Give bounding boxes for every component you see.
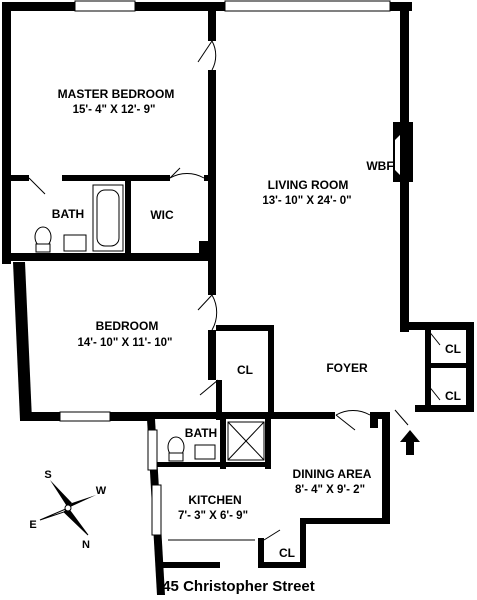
living-room-label: LIVING ROOM [268,178,349,192]
compass-north-label: N [82,539,90,551]
dining-area-dims: 8'- 4" X 9'- 2" [295,484,365,496]
windows [59,0,391,536]
entry-arrow-icon [400,430,420,455]
master-bedroom-dims: 15'- 4" X 12'- 9" [73,104,156,116]
foyer-label: FOYER [326,361,368,375]
living-room-dims: 13'- 10" X 24'- 0" [262,195,351,207]
closet-mid-label: CL [237,363,253,377]
fixtures [34,184,265,541]
compass-south-label: S [44,469,51,481]
master-bedroom-label: MASTER BEDROOM [58,87,175,101]
compass-west-label: W [96,485,107,497]
bath-bottom-label: BATH [185,426,217,440]
compass-icon [39,480,96,536]
sink-icon [63,234,87,252]
bedroom-dims: 14'- 10" X 11'- 10" [77,337,172,349]
bedroom-label: BEDROOM [96,319,159,333]
compass-east-label: E [29,519,36,531]
kitchen-dims: 7'- 3" X 6'- 9" [178,510,248,522]
bath-top-label: BATH [52,207,84,221]
dining-area-label: DINING AREA [293,467,372,481]
wbf-label: WBF [366,159,393,173]
address-caption: 45 Christopher Street [162,578,315,595]
closet-right-bottom-label: CL [445,389,461,403]
closet-kitchen-label: CL [279,546,295,560]
door-swings [28,40,441,541]
wic-label: WIC [150,208,174,222]
closet-right-top-label: CL [445,342,461,356]
kitchen-label: KITCHEN [188,493,241,507]
